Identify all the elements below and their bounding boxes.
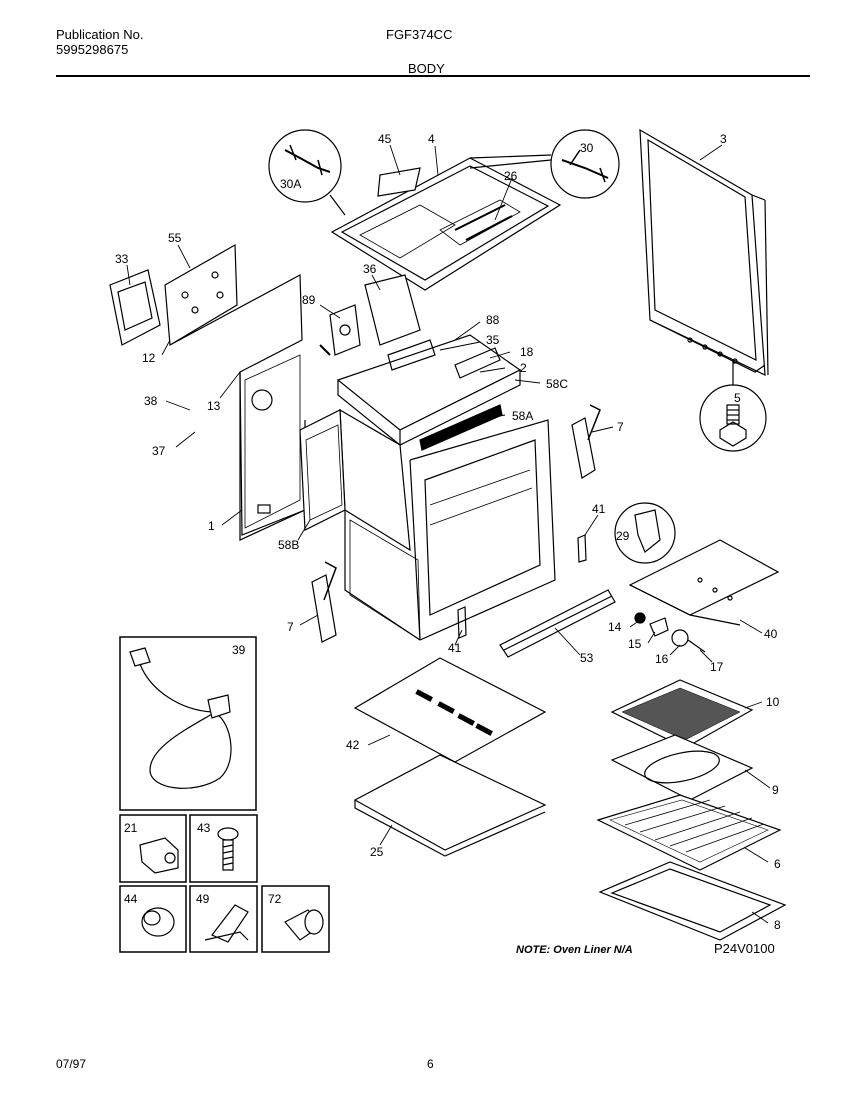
callout-26: 26 (504, 169, 518, 183)
callout-72: 72 (268, 892, 282, 906)
header-rule (56, 75, 810, 77)
part-42-bottom-panel (353, 657, 547, 763)
publication-label: Publication No. (56, 27, 144, 42)
callout-5: 5 (734, 391, 741, 405)
callout-25: 25 (370, 845, 384, 859)
callout-1: 1 (208, 519, 215, 533)
callout-16: 16 (655, 652, 669, 666)
callout-30: 30 (580, 141, 594, 155)
callout-15: 15 (628, 637, 642, 651)
callout-38: 38 (144, 394, 158, 408)
callout-21: 21 (124, 821, 138, 835)
callout-7b: 7 (287, 620, 294, 634)
detail-circle-5 (699, 360, 767, 452)
part-10-broiler-grid (610, 679, 754, 749)
callout-2: 2 (520, 361, 527, 375)
callout-39: 39 (232, 643, 246, 657)
model-number: FGF374CC (386, 27, 453, 42)
callout-40: 40 (764, 627, 778, 641)
leader-lines (126, 144, 771, 924)
callout-29: 29 (616, 529, 630, 543)
part-53-bracket (499, 589, 616, 658)
parts-14-17-igniter (634, 612, 706, 653)
callout-8: 8 (774, 918, 781, 932)
inset-72: 72 (261, 885, 330, 953)
part-33-box (109, 269, 161, 346)
callout-30a: 30A (280, 177, 301, 191)
part-41-brackets (457, 534, 587, 639)
callout-7a: 7 (617, 420, 624, 434)
inset-49: 49 (189, 885, 258, 953)
callout-18: 18 (520, 345, 534, 359)
part-6-oven-rack (596, 794, 782, 871)
detail-circle-30 (469, 129, 620, 199)
callout-43: 43 (197, 821, 211, 835)
callout-36: 36 (363, 262, 377, 276)
callout-35: 35 (486, 333, 500, 347)
callout-58a: 58A (512, 409, 533, 423)
callout-55: 55 (168, 231, 182, 245)
callout-45: 45 (378, 132, 392, 146)
callout-41a: 41 (592, 502, 606, 516)
part-36-89-valve-assembly (319, 274, 501, 379)
callout-13: 13 (207, 399, 221, 413)
inset-44: 44 (119, 885, 187, 953)
callout-10: 10 (766, 695, 780, 709)
callout-37: 37 (152, 444, 166, 458)
part-7-trim-left (311, 561, 337, 643)
footer-date: 07/97 (56, 1057, 87, 1071)
diagram-code: P24V0100 (714, 941, 775, 956)
callout-58c: 58C (546, 377, 568, 391)
footer-page: 6 (427, 1057, 434, 1071)
part-4-oven-top (330, 157, 562, 291)
callout-58b: 58B (278, 538, 299, 552)
callout-88: 88 (486, 313, 500, 327)
part-40-rail (628, 539, 780, 626)
callout-44: 44 (124, 892, 138, 906)
part-25-plate (353, 754, 547, 857)
section-title: BODY (408, 61, 445, 76)
callout-42: 42 (346, 738, 360, 752)
callout-89: 89 (302, 293, 316, 307)
part-3-side-panel (639, 128, 769, 376)
oven-liner-note: NOTE: Oven Liner N/A (516, 944, 633, 956)
inset-43: 43 (189, 814, 258, 883)
callout-12: 12 (142, 351, 156, 365)
callout-labels: 45 4 30 30A 26 3 55 33 36 89 88 35 18 2 … (115, 132, 781, 932)
callout-9: 9 (772, 783, 779, 797)
callout-53: 53 (580, 651, 594, 665)
detail-circle-29 (614, 502, 676, 564)
inset-21: 21 (119, 814, 187, 883)
part-9-broiler-pan (610, 734, 754, 801)
callout-4: 4 (428, 132, 435, 146)
callout-17: 17 (710, 660, 724, 674)
part-8-oven-liner (598, 861, 787, 941)
body-cabinet (169, 274, 556, 641)
callout-14: 14 (608, 620, 622, 634)
detail-circle-30a (268, 129, 346, 216)
callout-41b: 41 (448, 641, 462, 655)
publication-number: 5995298675 (56, 42, 129, 57)
callout-49: 49 (196, 892, 210, 906)
part-55-back-panel (164, 243, 238, 347)
inset-39-power-cord: 39 (119, 636, 257, 811)
callout-33: 33 (115, 252, 129, 266)
callout-6: 6 (774, 857, 781, 871)
callout-3: 3 (720, 132, 727, 146)
part-7-trim-right (571, 404, 601, 479)
